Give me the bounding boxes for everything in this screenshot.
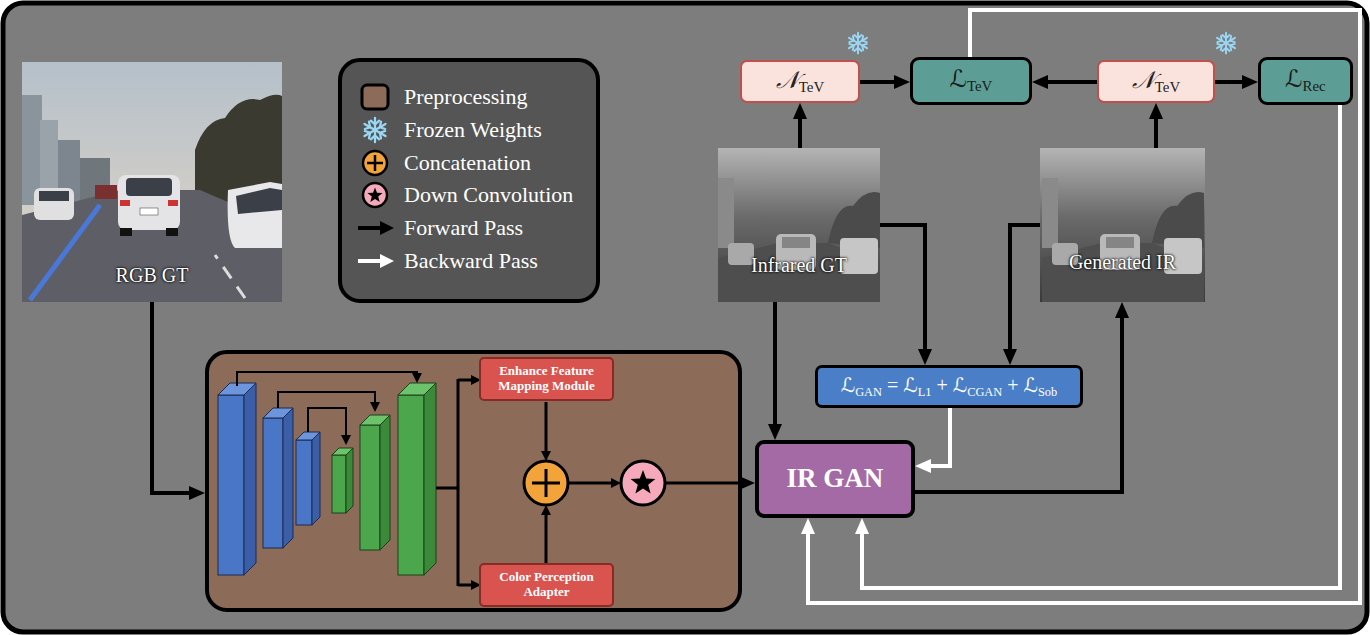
- legend-sample: [354, 213, 398, 243]
- forward-arrow: [773, 302, 777, 430]
- down-convolution-symbol: [621, 461, 665, 505]
- math-subscript: L1: [918, 385, 932, 399]
- snowflake-icon: [847, 33, 869, 54]
- box-label: IR GAN: [787, 463, 884, 494]
- image-label: RGB GT: [116, 264, 189, 287]
- snowflake-icon: [1215, 33, 1237, 54]
- legend-label: Frozen Weights: [404, 115, 542, 145]
- skip-connections: [237, 372, 417, 441]
- frozen-network-box: 𝒩TeV: [740, 60, 860, 103]
- forward-arrow: [152, 302, 195, 493]
- box-label: ℒGAN = ℒL1 + ℒCGAN + ℒSob: [841, 374, 1058, 399]
- image-panel: RGB GT: [22, 62, 282, 302]
- legend-label: Backward Pass: [404, 246, 538, 276]
- math-symbol: ℒ: [953, 374, 967, 396]
- legend-sample: [354, 148, 398, 178]
- plus-sign: [367, 161, 383, 164]
- concatenation-symbol: [363, 151, 387, 175]
- legend-swatch: [362, 85, 388, 109]
- box-label: Color Perception Adapter: [487, 570, 606, 600]
- math-symbol: ℒ: [1285, 66, 1302, 92]
- math-subscript: GAN: [855, 385, 882, 399]
- forward-arrow: [1042, 80, 1097, 84]
- backward-arrow: [925, 408, 950, 466]
- box-label: ℒRec: [1285, 66, 1325, 96]
- math-subscript: TeV: [799, 79, 824, 95]
- math-symbol: ℒ: [903, 374, 917, 396]
- preprocessing-group: Enhance Feature Mapping ModuleColor Perc…: [205, 350, 742, 612]
- concatenation-symbol: [524, 461, 568, 505]
- infrared-photo: [718, 148, 880, 302]
- forward-arrow: [860, 80, 900, 84]
- image-panel: Generated IR: [1040, 148, 1205, 302]
- forward-arrow: [742, 481, 745, 485]
- math-subscript: Rec: [1303, 79, 1326, 95]
- math-subscript: Sob: [1038, 385, 1057, 399]
- forward-arrow: [880, 225, 925, 355]
- box-label: 𝒩TeV: [776, 67, 824, 97]
- math-symbol: 𝒩: [1132, 67, 1155, 93]
- math-symbol: ℒ: [950, 66, 967, 92]
- arrow-sample: [358, 259, 382, 263]
- legend-label: Preprocessing: [404, 82, 527, 112]
- legend-label: Forward Pass: [404, 213, 523, 243]
- image-label: Infrared GT: [751, 254, 847, 277]
- legend-sample: [354, 180, 398, 210]
- image-label: Generated IR: [1069, 251, 1176, 274]
- down-convolution-symbol: [363, 183, 387, 207]
- box-label: Enhance Feature Mapping Module: [487, 364, 606, 394]
- generated-photo: [1040, 148, 1205, 302]
- legend-label: Down Convolution: [404, 180, 573, 210]
- loss-box: ℒRec: [1258, 57, 1353, 105]
- math-subscript: TeV: [967, 79, 992, 95]
- outer-panel: [3, 3, 1367, 632]
- forward-arrow: [1154, 113, 1158, 148]
- arrow-head: [380, 254, 394, 268]
- legend-sample: [354, 246, 398, 276]
- rgb-photo: [22, 62, 282, 302]
- decoder-blocks: [332, 383, 436, 575]
- unet-illustration: [205, 350, 742, 612]
- math-symbol: 𝒩: [776, 67, 799, 93]
- loss-box: ℒTeV: [910, 57, 1032, 105]
- forward-arrow: [1010, 225, 1040, 355]
- forward-arrow: [798, 113, 802, 148]
- box-label: 𝒩TeV: [1132, 67, 1180, 97]
- legend-box: PreprocessingFrozen WeightsConcatenation…: [338, 58, 600, 303]
- forward-arrow: [1215, 80, 1248, 84]
- image-panel: Infrared GT: [718, 148, 880, 302]
- encoder-blocks: [218, 383, 320, 575]
- arrow-sample: [358, 226, 382, 230]
- legend-sample: [354, 82, 398, 112]
- arrow-head: [380, 221, 394, 235]
- module-box: Color Perception Adapter: [479, 563, 614, 607]
- internal-arrows: [436, 379, 742, 586]
- star-sign: [367, 188, 382, 203]
- box-label: ℒTeV: [950, 66, 993, 96]
- legend-sample: [354, 115, 398, 145]
- loss-formula-box: ℒGAN = ℒL1 + ℒCGAN + ℒSob: [815, 365, 1083, 408]
- backward-arrow: [862, 105, 1340, 588]
- frozen-network-box: 𝒩TeV: [1097, 60, 1215, 103]
- legend-label: Concatenation: [404, 148, 531, 178]
- math-symbol: ℒ: [1024, 374, 1038, 396]
- generator-box: IR GAN: [755, 440, 915, 518]
- math-subscript: CGAN: [967, 385, 1002, 399]
- snowflake-icon: [362, 118, 387, 142]
- math-symbol: ℒ: [841, 374, 855, 396]
- module-box: Enhance Feature Mapping Module: [479, 357, 614, 401]
- math-subscript: TeV: [1155, 79, 1180, 95]
